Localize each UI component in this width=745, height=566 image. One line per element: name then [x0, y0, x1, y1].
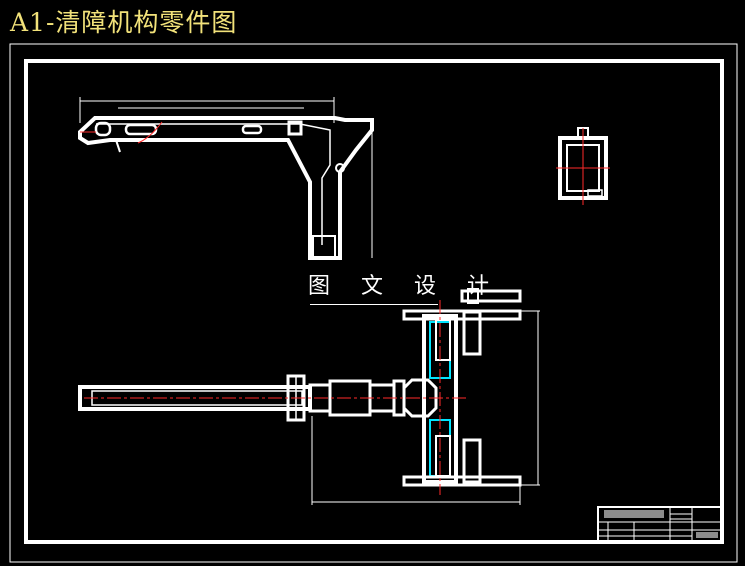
l-arm-part [78, 97, 374, 260]
watermark-text: 图 文 设 计 [308, 274, 501, 299]
drawing-title: A1-清障机构零件图 [10, 8, 238, 37]
watermark-underline [310, 304, 438, 305]
title-block [597, 506, 723, 543]
pin-part [460, 288, 522, 304]
boom-assembly [78, 300, 540, 505]
small-block-part [556, 127, 610, 205]
outer-frame [9, 43, 738, 563]
inner-border [24, 59, 724, 544]
